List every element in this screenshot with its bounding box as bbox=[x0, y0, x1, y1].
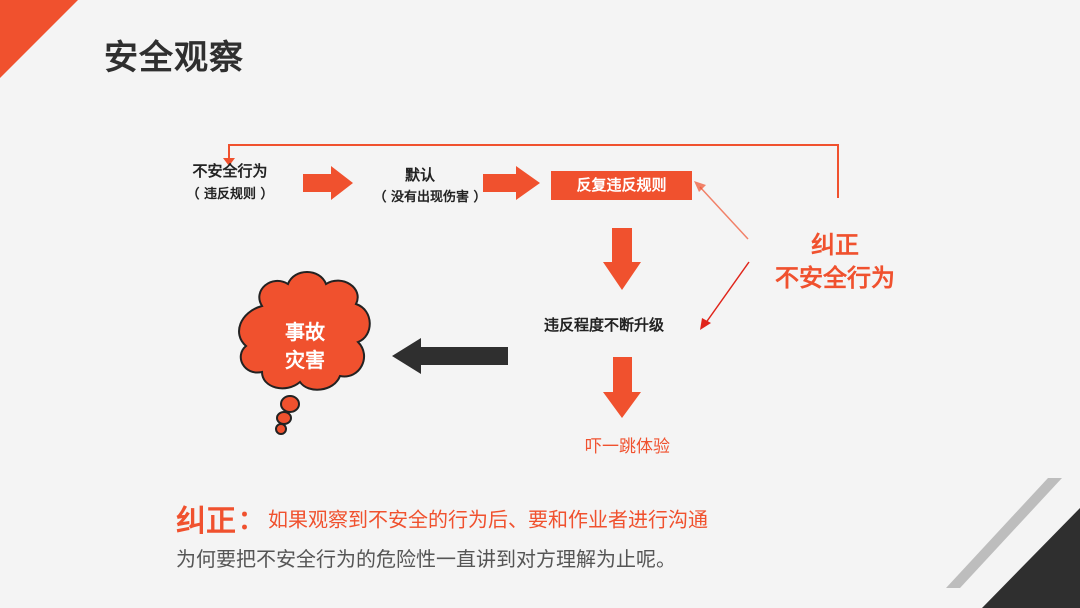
arrow-node2-to-node3 bbox=[483, 166, 540, 200]
slide-title: 安全观察 bbox=[104, 38, 244, 78]
disaster-cloud bbox=[238, 271, 371, 435]
arrow-escalation-to-nearmiss bbox=[603, 357, 641, 418]
arrow-node1-to-node2 bbox=[303, 166, 353, 200]
corner-stripe-dark bbox=[982, 508, 1080, 608]
node-unsafe-behavior-title: 不安全行为 bbox=[192, 162, 268, 180]
arrow-escalation-to-disaster bbox=[392, 338, 508, 374]
disaster-cloud-line1: 事故 bbox=[285, 320, 325, 344]
corner-stripe-light bbox=[946, 478, 1062, 588]
node-repeated-violation: 反复违反规则 bbox=[551, 171, 692, 200]
correction-label: 纠正 不安全行为 bbox=[765, 229, 905, 295]
corner-accent bbox=[0, 0, 78, 78]
disaster-cloud-text: 事故 灾害 bbox=[270, 318, 340, 374]
node-default-title: 默认 bbox=[404, 166, 435, 184]
node-near-miss: 吓一跳体验 bbox=[585, 437, 670, 457]
correction-to-node3-arrowhead bbox=[694, 181, 706, 192]
corner-stripes bbox=[946, 478, 1080, 608]
correction-label-line1: 纠正 bbox=[811, 231, 859, 259]
node-default-subtitle: （ 没有出现伤害 ） bbox=[373, 190, 487, 205]
node-unsafe-behavior-subtitle: （ 违反规则 ） bbox=[186, 187, 274, 202]
feedback-loop-line bbox=[228, 144, 839, 198]
disaster-cloud-line2: 灾害 bbox=[285, 348, 325, 372]
correction-to-escalation-line bbox=[704, 261, 750, 325]
correction-to-node3-line bbox=[699, 186, 749, 240]
note-colon: ： bbox=[238, 505, 265, 536]
note-title: 纠正 bbox=[176, 504, 236, 539]
note-line-1: 纠正：如果观察到不安全的行为后、要和作业者进行沟通 bbox=[176, 496, 708, 540]
note-text-1: 如果观察到不安全的行为后、要和作业者进行沟通 bbox=[268, 507, 709, 532]
arrow-node3-to-escalation bbox=[603, 228, 641, 290]
node-escalation: 违反程度不断升级 bbox=[544, 316, 665, 334]
correction-to-escalation-arrowhead bbox=[700, 318, 711, 330]
correction-label-line2: 不安全行为 bbox=[775, 264, 895, 292]
feedback-loop-arrowhead bbox=[223, 158, 235, 166]
note-line-2: 为何要把不安全行为的危险性一直讲到对方理解为止呢。 bbox=[176, 547, 676, 571]
